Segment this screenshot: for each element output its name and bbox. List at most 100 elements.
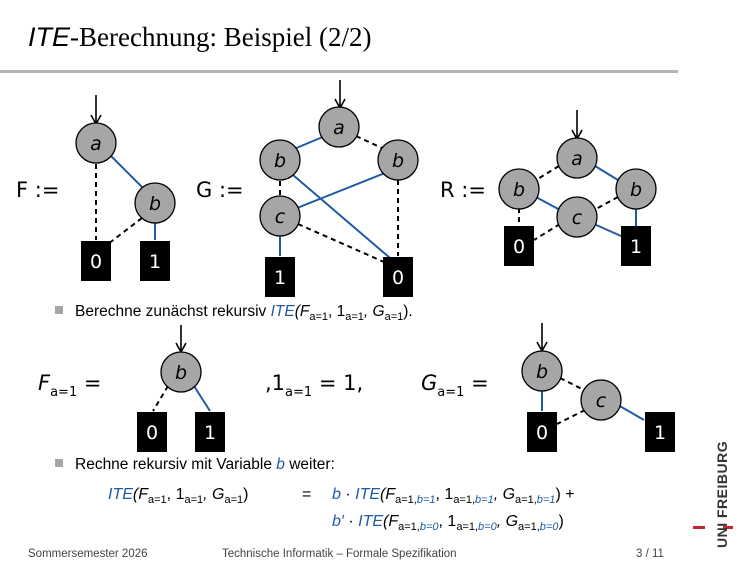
equation-line-2: b′ · ITE(Fa=1,b=0, 1a=1,b=0, Ga=1,b=0): [332, 513, 564, 533]
g-edge-a-bl-high: [293, 135, 326, 150]
f-node-a: [75, 122, 117, 164]
g-edge-bl-0-high: [292, 174, 391, 259]
g-node-a: [318, 106, 360, 148]
r-node-c-label: c: [572, 207, 583, 229]
logo-bar-left: [693, 526, 705, 529]
r-edge-br-c-low: [593, 196, 619, 211]
r-node-b-left-label: b: [513, 179, 525, 201]
graph-f-a1: b 0 1: [137, 325, 225, 452]
eq-lhs-args: (F: [132, 486, 148, 503]
bullet-2-suffix: weiter:: [284, 456, 335, 473]
r-edge-a-br-high: [594, 165, 619, 181]
f-node-a-label: a: [90, 133, 102, 155]
fa1-node-b: [160, 351, 202, 393]
eq2-s3b: b=0: [539, 521, 559, 534]
r-node-b-left: [498, 168, 540, 210]
r-node-b-right-label: b: [630, 179, 642, 201]
graph-g: G := a b b c 1 0: [196, 80, 419, 297]
r-edge-c-1-high: [593, 223, 622, 237]
bullet-1-args: (F: [294, 303, 310, 320]
bullet-1-sub3: a=1: [384, 311, 404, 324]
fa1-terminal-0-label: 0: [146, 422, 158, 444]
one-a1-label: ,1a=1 = 1,: [265, 371, 363, 400]
eq2-end: ): [558, 513, 564, 530]
g-node-c-label: c: [275, 206, 286, 228]
eq1-dot: ·: [340, 486, 356, 503]
eq-lhs-mid2: , G: [203, 486, 225, 503]
bullet-2-text: Rechne rekursiv mit Variable: [75, 456, 277, 473]
eq1-end: ) +: [555, 486, 575, 503]
r-terminal-1: [621, 226, 651, 266]
bullet-1-sub2: a=1: [345, 311, 364, 324]
eq2-c: , G: [496, 513, 519, 530]
bullet-1-suffix: ).: [403, 303, 413, 320]
eq1-s1: a=1,: [395, 494, 417, 507]
eq2-a: (F: [383, 513, 399, 530]
bullet-2-var: b: [276, 456, 285, 473]
f-terminal-1: [140, 241, 170, 281]
r-terminal-1-label: 1: [630, 236, 642, 258]
g-terminal-0-label: 0: [392, 267, 404, 289]
ga1-node-c: [580, 379, 622, 421]
eq-lhs-sub2: a=1: [184, 494, 204, 507]
eq1-c: , G: [493, 486, 516, 503]
graph-g-a1: b c 0 1: [521, 323, 675, 452]
f-label: F :=: [16, 178, 59, 202]
r-edge-c-0-low: [533, 223, 561, 241]
r-edge-bl-c-high: [535, 196, 561, 211]
g-edge-c-0-low: [297, 223, 385, 263]
bullet-square: [55, 306, 63, 314]
title-ite: ITE: [28, 22, 71, 52]
logo-text: UNI FREIBURG: [714, 440, 730, 548]
ga1-edge-c-1-high: [617, 404, 645, 421]
equation-lhs: ITE(Fa=1, 1a=1, Ga=1): [108, 486, 248, 506]
eq1-var: b: [332, 486, 341, 503]
eq2-s2: a=1,: [456, 521, 479, 534]
ga1-node-c-label: c: [596, 390, 607, 412]
f-terminal-0: [81, 241, 111, 281]
r-label: R :=: [440, 178, 486, 202]
r-edge-a-bl-low: [535, 165, 560, 181]
title-rule: [0, 70, 678, 73]
eq1-s2b: b=1: [475, 494, 494, 507]
f-terminal-0-label: 0: [90, 251, 102, 273]
r-node-c: [556, 196, 598, 238]
eq2-s2b: b=0: [478, 521, 497, 534]
ga1-edge-c-0-low: [556, 409, 586, 425]
r-node-a: [556, 137, 598, 179]
footer-course: Technische Informatik – Formale Spezifik…: [222, 548, 457, 560]
g-terminal-1-label: 1: [274, 267, 286, 289]
eq1-b: , 1: [435, 486, 454, 503]
eq-lhs-mid: , 1: [166, 486, 185, 503]
bullet-square: [55, 459, 63, 467]
fa1-edge-b-1-high: [193, 385, 211, 412]
ga1-terminal-0: [527, 412, 557, 452]
eq2-s3: a=1,: [518, 521, 540, 534]
g-terminal-1: [265, 257, 295, 297]
r-node-a-label: a: [571, 148, 583, 170]
g-node-b-right: [377, 139, 419, 181]
f-node-b: [134, 182, 176, 224]
g-node-b-left: [259, 139, 301, 181]
graph-r: R := a b b c 0 1: [440, 110, 657, 266]
f-edge-a-b-high: [109, 154, 143, 188]
eq2-b: , 1: [438, 513, 457, 530]
bullet-1-mid: , 1: [328, 303, 346, 320]
eq1-fn: ITE: [355, 486, 381, 503]
f-edge-b-0-low: [107, 217, 143, 245]
eq2-fn: ITE: [358, 513, 384, 530]
g-node-b-left-label: b: [274, 150, 286, 172]
eq-lhs-end: ): [243, 486, 249, 503]
g-label: G :=: [196, 178, 244, 202]
eq-lhs-sub3: a=1: [224, 494, 244, 507]
g-node-b-right-label: b: [392, 150, 404, 172]
g-edge-br-c-high: [296, 172, 386, 209]
title-rest: -Berechnung: Beispiel (2/2): [70, 22, 372, 52]
f-terminal-1-label: 1: [149, 251, 161, 273]
g-terminal-0: [383, 257, 413, 297]
g-node-c: [259, 195, 301, 237]
fa1-node-b-label: b: [175, 362, 187, 384]
graph-f: F := a b 0 1: [16, 95, 176, 281]
fa1-terminal-1-label: 1: [204, 422, 216, 444]
